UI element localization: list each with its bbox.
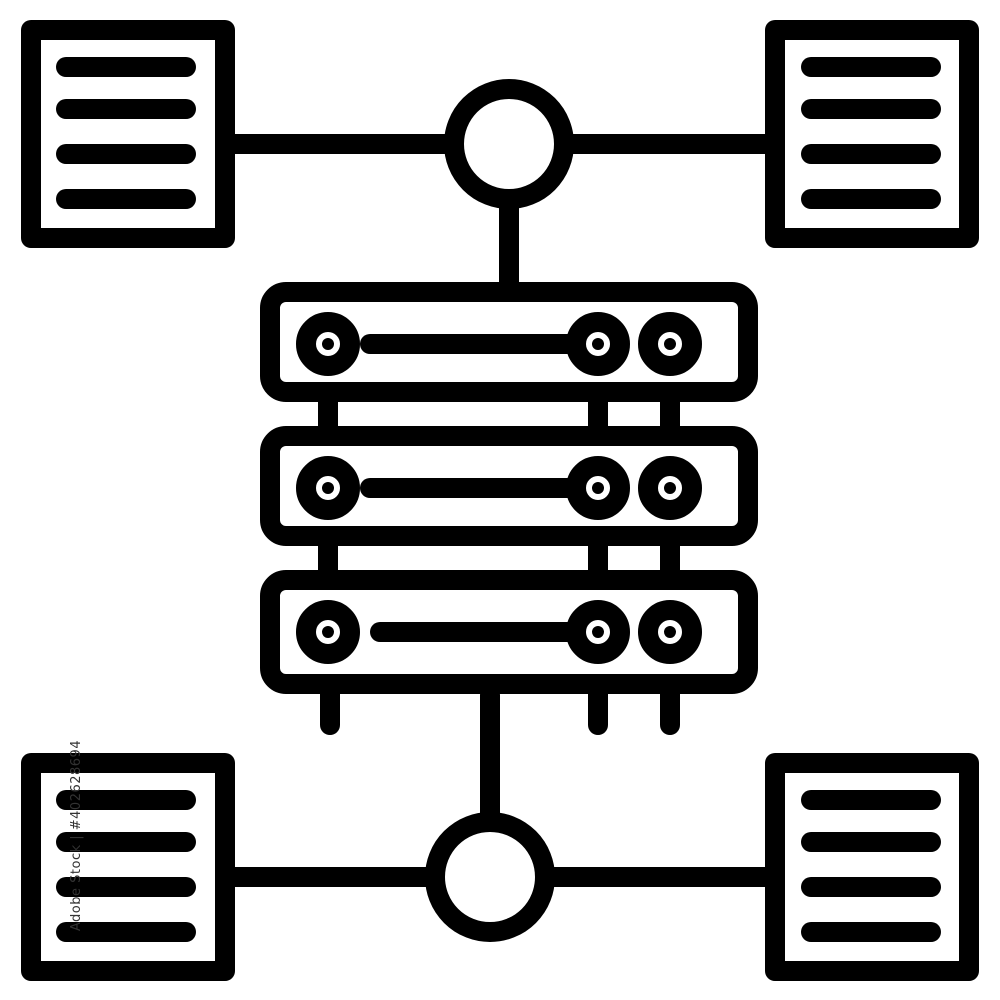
hub-node-top [444, 79, 574, 209]
document-bottom-left-icon [21, 753, 235, 981]
indicator-dots [322, 338, 676, 638]
server-unit-2 [260, 426, 758, 546]
document-bottom-right-icon [765, 753, 979, 981]
stock-id-watermark: Adobe Stock | #402628694 [69, 739, 85, 932]
document-top-right-icon [765, 20, 979, 248]
server-unit-1 [260, 282, 758, 402]
document-top-left-icon [21, 20, 235, 248]
server-unit-3 [260, 570, 758, 694]
hub-node-bottom [425, 812, 555, 942]
